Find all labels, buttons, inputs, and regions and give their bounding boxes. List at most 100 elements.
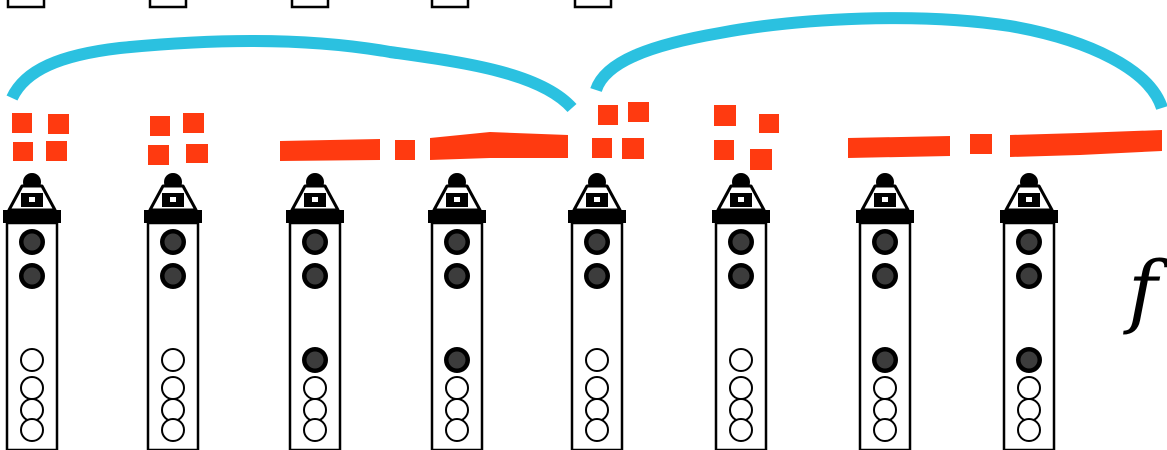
- note-letter-label: f: [1123, 244, 1167, 337]
- window-opening: [170, 197, 176, 202]
- head-band: [286, 210, 344, 223]
- instrument-row: [3, 173, 1058, 450]
- rhythm-dash: [1010, 130, 1162, 157]
- window-opening: [312, 197, 318, 202]
- cut-off-box: [575, 0, 611, 7]
- open-hole: [1018, 399, 1040, 421]
- window-opening: [454, 197, 460, 202]
- head-band: [1000, 210, 1058, 223]
- open-hole: [162, 419, 184, 441]
- cut-off-top-boxes: [8, 0, 611, 7]
- open-hole: [730, 377, 752, 399]
- rhythm-square: [750, 149, 772, 170]
- open-hole: [162, 349, 184, 371]
- open-hole: [21, 419, 43, 441]
- window-opening: [594, 197, 600, 202]
- phrase-arcs: [12, 18, 1162, 108]
- fingering-instrument: [3, 173, 61, 450]
- closed-hole-texture: [307, 352, 324, 369]
- window-opening: [1026, 197, 1032, 202]
- closed-hole-texture: [1021, 234, 1038, 251]
- head-band: [712, 210, 770, 223]
- rhythm-square: [150, 116, 170, 136]
- closed-hole-texture: [877, 352, 894, 369]
- closed-hole-texture: [449, 234, 466, 251]
- rhythm-square: [759, 114, 779, 133]
- head-band: [856, 210, 914, 223]
- cut-off-box: [8, 0, 44, 7]
- open-hole: [21, 349, 43, 371]
- rhythm-marks: [12, 102, 1162, 170]
- closed-hole-texture: [449, 352, 466, 369]
- open-hole: [874, 399, 896, 421]
- rhythm-square: [714, 140, 734, 160]
- rhythm-square: [12, 113, 32, 133]
- rhythm-square: [183, 113, 204, 133]
- open-hole: [1018, 419, 1040, 441]
- closed-hole-texture: [589, 268, 606, 285]
- open-hole: [586, 349, 608, 371]
- closed-hole-texture: [307, 234, 324, 251]
- rhythm-square: [714, 105, 736, 126]
- open-hole: [446, 377, 468, 399]
- open-hole: [730, 349, 752, 371]
- closed-hole-texture: [589, 234, 606, 251]
- open-hole: [21, 399, 43, 421]
- window-opening: [882, 197, 888, 202]
- closed-hole-texture: [24, 234, 41, 251]
- fingering-instrument: [568, 173, 626, 450]
- window-opening: [29, 197, 35, 202]
- open-hole: [586, 377, 608, 399]
- rhythm-square: [598, 105, 618, 125]
- closed-hole-texture: [1021, 352, 1038, 369]
- rhythm-dash: [848, 136, 950, 158]
- rhythm-square: [628, 102, 649, 122]
- phrase-arc: [596, 18, 1162, 108]
- closed-hole-texture: [877, 234, 894, 251]
- rhythm-square: [622, 138, 644, 159]
- closed-hole-texture: [165, 268, 182, 285]
- phrase-arc: [12, 41, 572, 108]
- open-hole: [21, 377, 43, 399]
- open-hole: [304, 377, 326, 399]
- closed-hole-texture: [307, 268, 324, 285]
- open-hole: [1018, 377, 1040, 399]
- window-opening: [738, 197, 744, 202]
- cut-off-box: [150, 0, 186, 7]
- rhythm-square: [46, 141, 67, 161]
- open-hole: [446, 419, 468, 441]
- rhythm-square: [13, 142, 33, 161]
- fingering-instrument: [712, 173, 770, 450]
- rhythm-square: [592, 138, 612, 158]
- open-hole: [874, 419, 896, 441]
- open-hole: [162, 377, 184, 399]
- rhythm-dot: [970, 134, 992, 154]
- rhythm-square: [186, 144, 208, 163]
- closed-hole-texture: [449, 268, 466, 285]
- open-hole: [162, 399, 184, 421]
- open-hole: [586, 419, 608, 441]
- rhythm-dot: [395, 140, 415, 160]
- closed-hole-texture: [165, 234, 182, 251]
- fingering-instrument: [1000, 173, 1058, 450]
- rhythm-square: [48, 114, 69, 134]
- closed-hole-texture: [877, 268, 894, 285]
- rhythm-dash: [430, 132, 568, 160]
- open-hole: [304, 399, 326, 421]
- head-band: [568, 210, 626, 223]
- open-hole: [874, 377, 896, 399]
- head-band: [3, 210, 61, 223]
- fingering-instrument: [286, 173, 344, 450]
- open-hole: [730, 399, 752, 421]
- cut-off-box: [432, 0, 468, 7]
- open-hole: [304, 419, 326, 441]
- closed-hole-texture: [1021, 268, 1038, 285]
- open-hole: [730, 419, 752, 441]
- head-band: [428, 210, 486, 223]
- rhythm-dash: [280, 139, 380, 161]
- closed-hole-texture: [24, 268, 41, 285]
- closed-hole-texture: [733, 234, 750, 251]
- open-hole: [446, 399, 468, 421]
- head-band: [144, 210, 202, 223]
